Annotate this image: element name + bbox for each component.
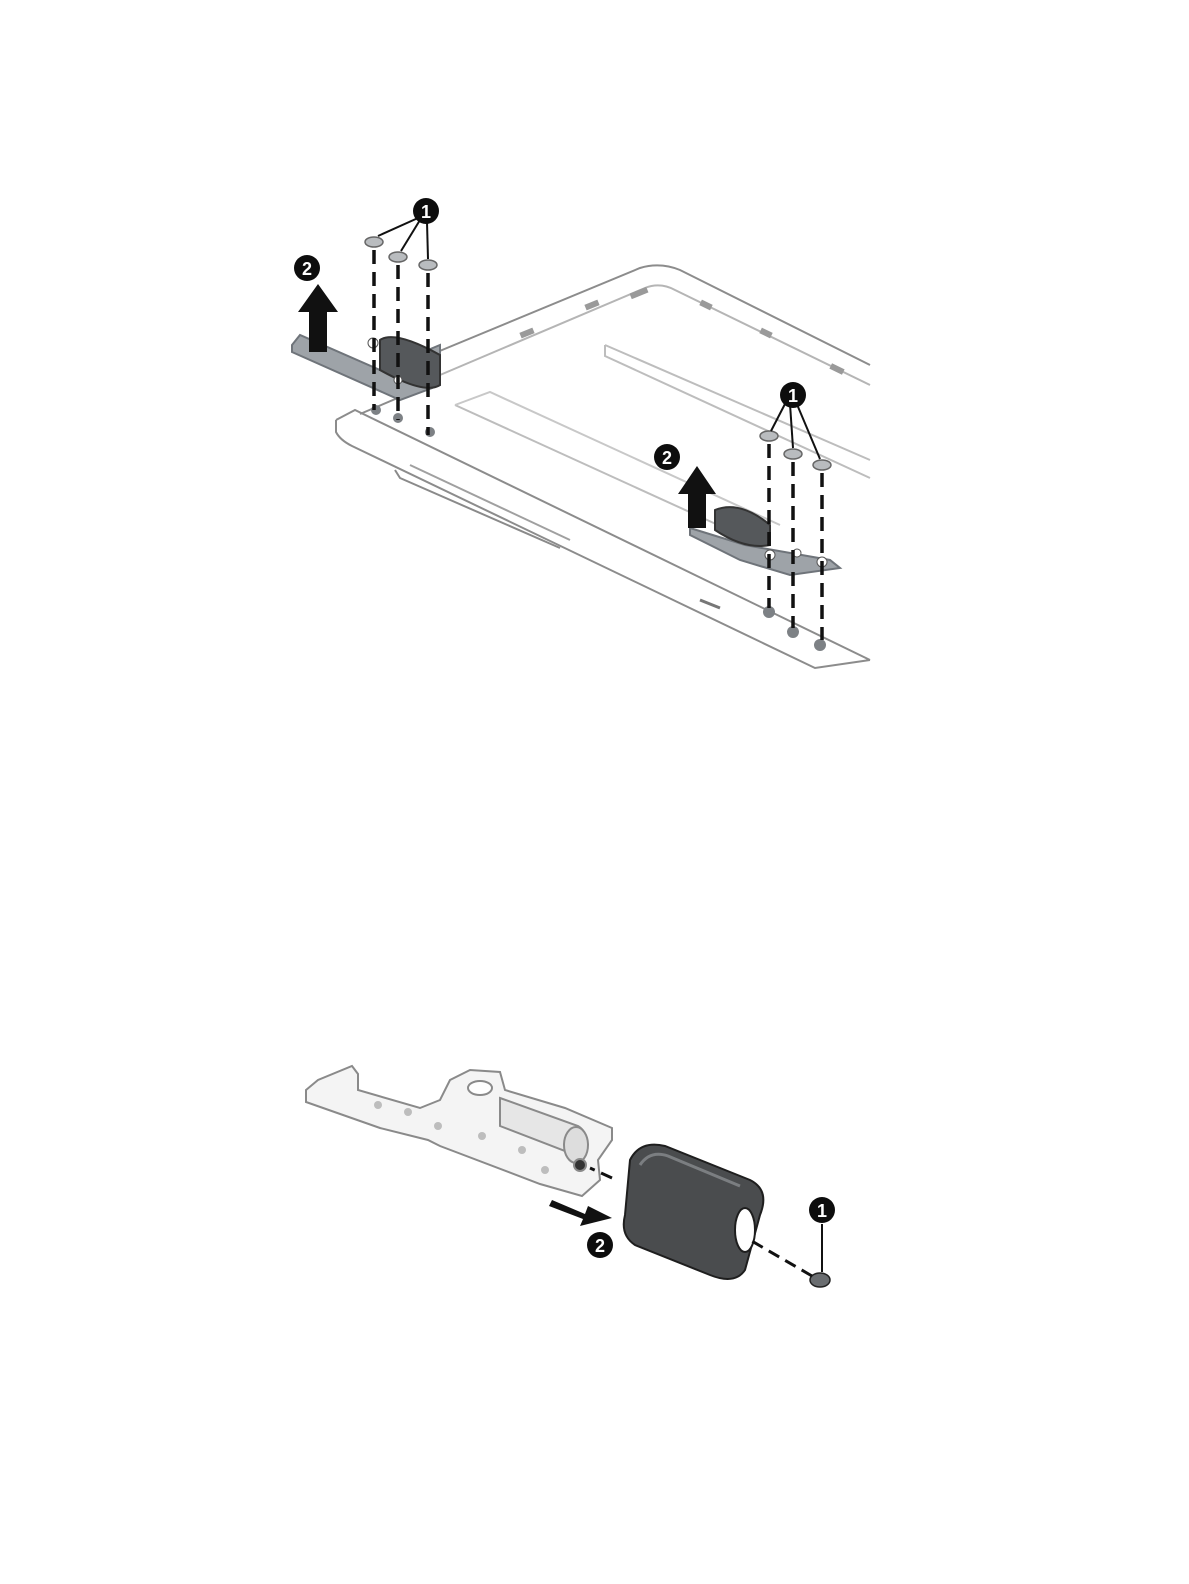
- callout-2-left: 2: [294, 255, 320, 281]
- hinge-cover-removal-diagram: 1 2: [0, 1040, 1189, 1360]
- slide-arrow: [549, 1200, 612, 1226]
- hinge-removal-diagram: 1 2 1 2: [0, 0, 1189, 760]
- hinge-removal-illustration: 1 2 1 2: [0, 0, 1189, 760]
- cover-clips: [519, 287, 844, 375]
- hinge-bracket: [306, 1066, 612, 1196]
- callout-1-left: 1: [413, 198, 439, 224]
- hinge-cover: [624, 1145, 764, 1279]
- callout-1: 1: [809, 1197, 835, 1223]
- svg-text:1: 1: [817, 1201, 827, 1221]
- svg-text:1: 1: [788, 386, 798, 406]
- callout-2-right: 2: [654, 444, 680, 470]
- svg-text:2: 2: [595, 1236, 605, 1256]
- screws-left-group: [365, 237, 437, 270]
- callout-1-right: 1: [780, 382, 806, 408]
- svg-text:2: 2: [302, 259, 312, 279]
- svg-text:2: 2: [662, 448, 672, 468]
- screw: [810, 1273, 830, 1287]
- callout-leader-lines: [378, 218, 820, 459]
- lift-arrow-right: [678, 466, 716, 528]
- svg-text:1: 1: [421, 202, 431, 222]
- hinge-cover-removal-illustration: 1 2: [0, 1040, 1189, 1360]
- display-back-cover: [336, 265, 870, 668]
- callout-2: 2: [587, 1232, 613, 1258]
